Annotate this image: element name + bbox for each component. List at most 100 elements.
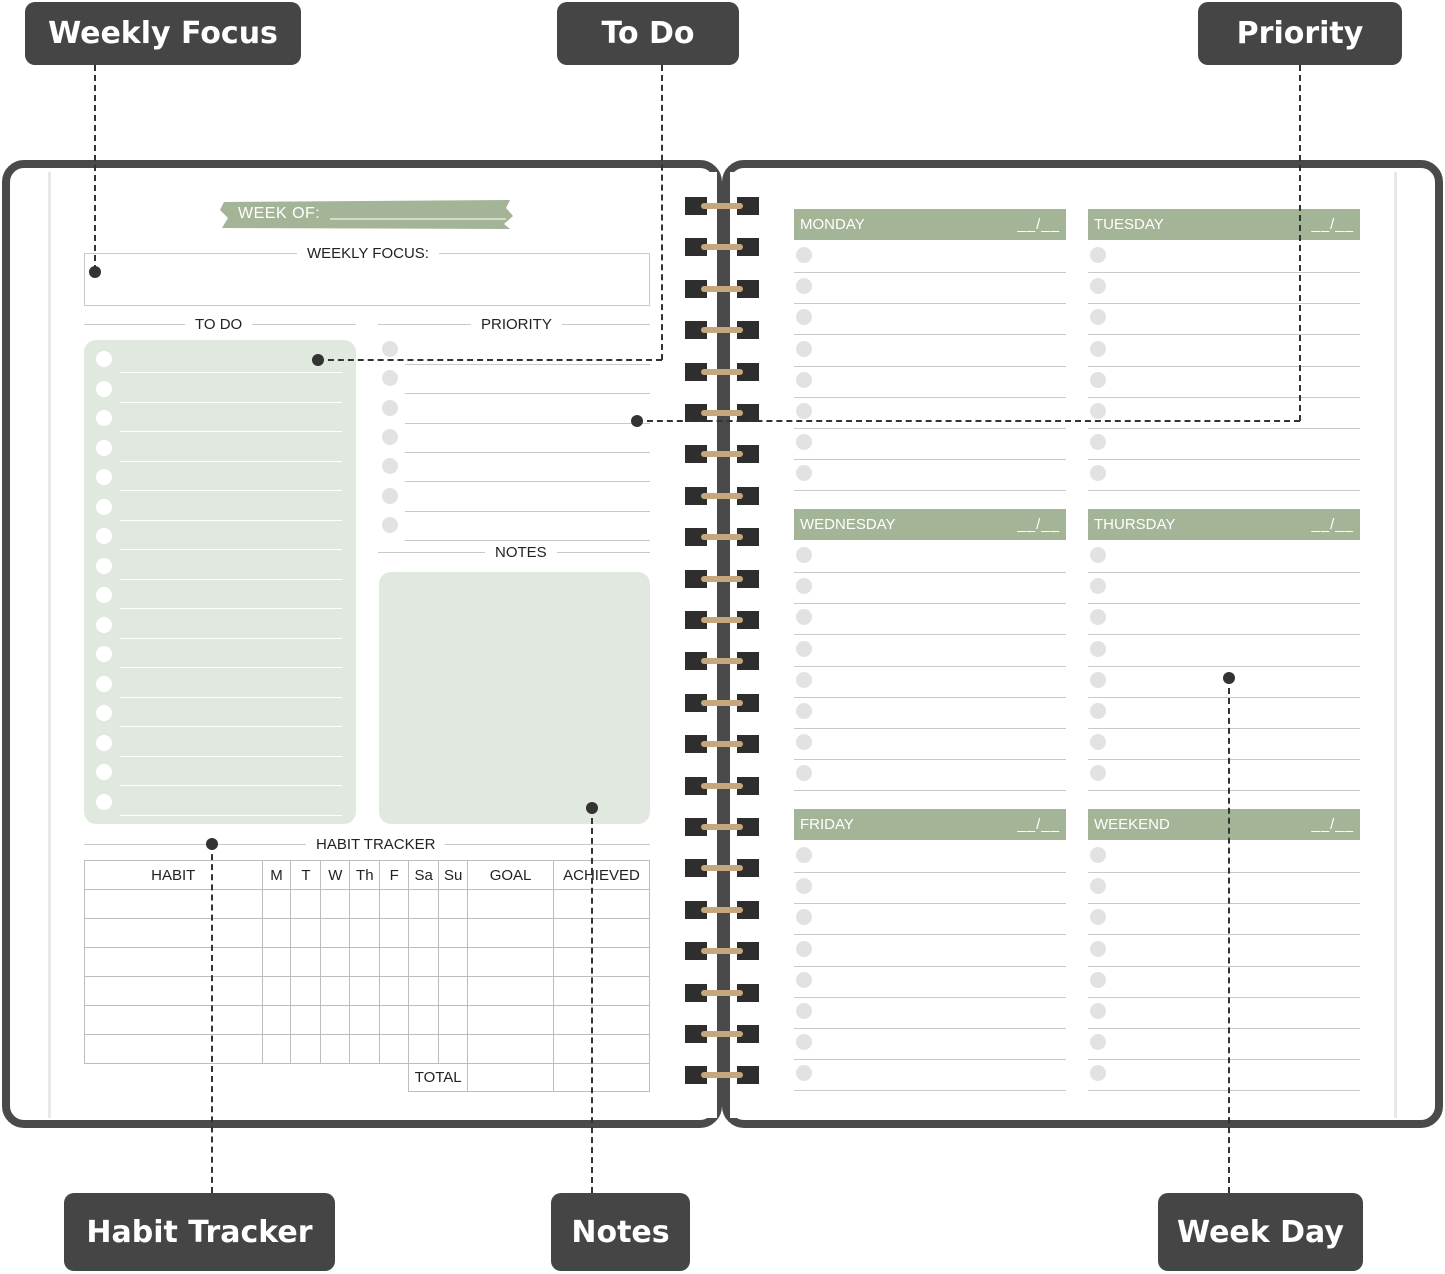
day-line[interactable] <box>1088 303 1360 305</box>
day-checkbox[interactable] <box>1090 909 1106 926</box>
day-line[interactable] <box>794 634 1066 636</box>
day-line[interactable] <box>794 1028 1066 1029</box>
day-line[interactable] <box>1088 396 1360 398</box>
habit-row[interactable] <box>84 947 651 977</box>
todo-checkbox[interactable] <box>96 557 112 574</box>
todo-line[interactable] <box>120 608 342 609</box>
day-checkbox[interactable] <box>796 547 812 563</box>
day-line[interactable] <box>1088 728 1360 729</box>
day-line[interactable] <box>794 303 1066 305</box>
day-checkbox[interactable] <box>796 434 812 451</box>
day-line[interactable] <box>1088 490 1360 492</box>
habit-row[interactable] <box>84 1005 651 1035</box>
todo-checkbox[interactable] <box>96 380 112 397</box>
day-line[interactable] <box>1088 603 1360 605</box>
day-checkbox[interactable] <box>796 909 812 926</box>
day-date[interactable]: __/__ <box>1017 516 1060 533</box>
day-checkbox[interactable] <box>796 340 812 357</box>
day-checkbox[interactable] <box>1090 703 1106 719</box>
todo-line[interactable] <box>120 401 342 403</box>
day-date[interactable]: __/__ <box>1017 816 1060 833</box>
day-line[interactable] <box>794 572 1066 573</box>
todo-line[interactable] <box>120 637 342 639</box>
todo-checkbox[interactable] <box>96 793 112 810</box>
day-checkbox[interactable] <box>796 578 812 595</box>
priority-line[interactable] <box>405 393 650 395</box>
day-checkbox[interactable] <box>796 971 812 988</box>
day-date[interactable]: __/__ <box>1017 216 1060 233</box>
day-line[interactable] <box>794 696 1066 698</box>
priority-checkbox[interactable] <box>382 370 398 387</box>
day-line[interactable] <box>1088 334 1360 336</box>
day-checkbox[interactable] <box>796 640 812 657</box>
todo-line[interactable] <box>120 490 342 491</box>
day-line[interactable] <box>1088 934 1360 936</box>
day-checkbox[interactable] <box>796 247 812 263</box>
day-line[interactable] <box>794 459 1066 461</box>
day-line[interactable] <box>794 996 1066 998</box>
todo-checkbox[interactable] <box>96 705 112 721</box>
todo-checkbox[interactable] <box>96 498 112 515</box>
day-checkbox[interactable] <box>796 309 812 326</box>
day-checkbox[interactable] <box>796 940 812 957</box>
day-checkbox[interactable] <box>1090 940 1106 957</box>
priority-line[interactable] <box>405 539 650 541</box>
day-line[interactable] <box>794 272 1066 273</box>
day-line[interactable] <box>794 428 1066 429</box>
priority-line[interactable] <box>405 481 650 483</box>
day-date[interactable]: __/__ <box>1311 216 1354 233</box>
day-checkbox[interactable] <box>1090 734 1106 751</box>
day-checkbox[interactable] <box>1090 247 1106 263</box>
day-line[interactable] <box>794 665 1066 667</box>
day-checkbox[interactable] <box>1090 403 1106 419</box>
day-checkbox[interactable] <box>1090 465 1106 482</box>
todo-checkbox[interactable] <box>96 616 112 633</box>
day-checkbox[interactable] <box>1090 671 1106 688</box>
todo-line[interactable] <box>120 667 342 668</box>
priority-checkbox[interactable] <box>382 487 398 504</box>
day-line[interactable] <box>1088 428 1360 429</box>
day-checkbox[interactable] <box>1090 609 1106 626</box>
day-checkbox[interactable] <box>796 403 812 419</box>
day-checkbox[interactable] <box>1090 578 1106 595</box>
day-line[interactable] <box>1088 996 1360 998</box>
todo-checkbox[interactable] <box>96 469 112 485</box>
priority-checkbox[interactable] <box>382 458 398 475</box>
day-checkbox[interactable] <box>1090 434 1106 451</box>
todo-line[interactable] <box>120 519 342 521</box>
day-checkbox[interactable] <box>796 878 812 895</box>
todo-line[interactable] <box>120 726 342 727</box>
todo-line[interactable] <box>120 814 342 816</box>
day-checkbox[interactable] <box>1090 878 1106 895</box>
habit-row[interactable] <box>84 918 651 948</box>
day-checkbox[interactable] <box>796 671 812 688</box>
day-line[interactable] <box>794 872 1066 873</box>
day-line[interactable] <box>1088 665 1360 667</box>
day-line[interactable] <box>1088 1090 1360 1092</box>
day-checkbox[interactable] <box>796 765 812 782</box>
day-line[interactable] <box>794 396 1066 398</box>
day-line[interactable] <box>794 965 1066 967</box>
todo-line[interactable] <box>120 755 342 757</box>
day-line[interactable] <box>1088 903 1360 905</box>
day-line[interactable] <box>1088 272 1360 273</box>
day-checkbox[interactable] <box>1090 340 1106 357</box>
day-line[interactable] <box>794 334 1066 336</box>
day-line[interactable] <box>1088 696 1360 698</box>
todo-line[interactable] <box>120 431 342 432</box>
day-checkbox[interactable] <box>796 609 812 626</box>
day-checkbox[interactable] <box>1090 278 1106 295</box>
day-line[interactable] <box>794 603 1066 605</box>
todo-checkbox[interactable] <box>96 410 112 426</box>
day-line[interactable] <box>794 728 1066 729</box>
habit-row[interactable] <box>84 1034 651 1064</box>
day-line[interactable] <box>794 490 1066 492</box>
todo-line[interactable] <box>120 578 342 580</box>
day-line[interactable] <box>1088 872 1360 873</box>
day-line[interactable] <box>794 1059 1066 1061</box>
day-checkbox[interactable] <box>796 703 812 719</box>
day-checkbox[interactable] <box>796 278 812 295</box>
day-date[interactable]: __/__ <box>1311 516 1354 533</box>
day-date[interactable]: __/__ <box>1311 816 1354 833</box>
notes-panel[interactable] <box>379 572 650 824</box>
